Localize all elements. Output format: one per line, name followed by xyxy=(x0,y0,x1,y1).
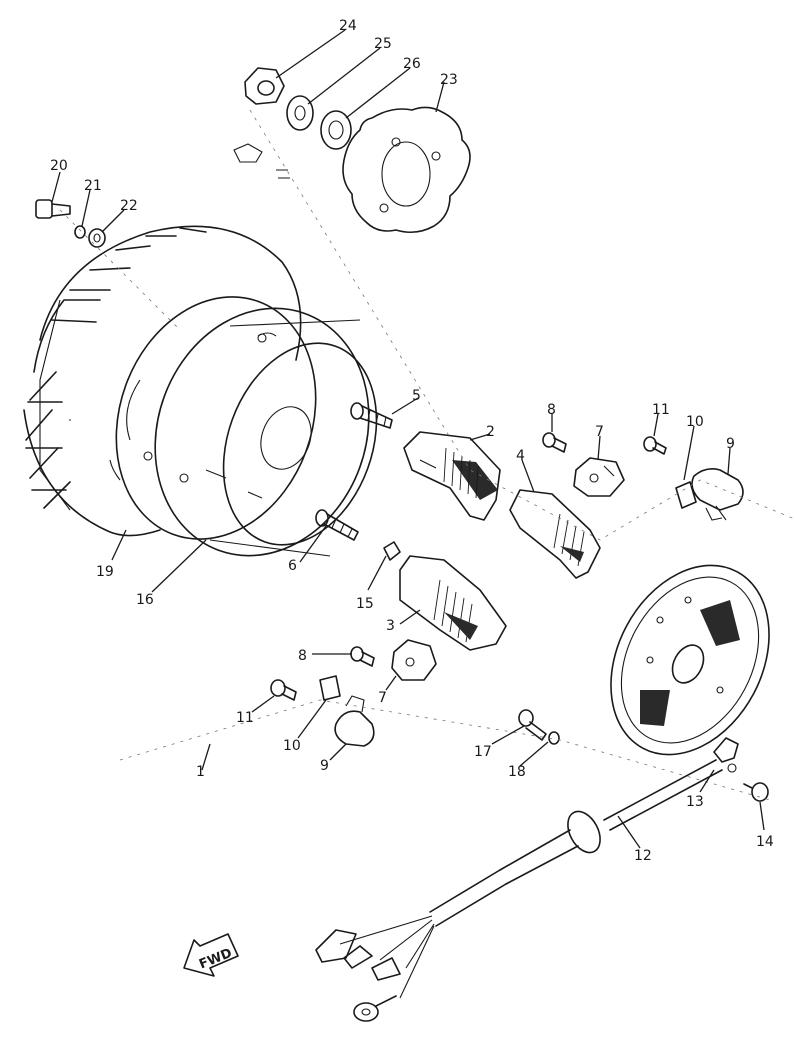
screw-17 xyxy=(518,709,547,741)
callout-17: 17 xyxy=(474,744,492,760)
callout-6: 6 xyxy=(288,558,297,574)
washer-18 xyxy=(548,731,560,745)
centerline-left xyxy=(59,209,181,331)
screw-14 xyxy=(743,782,769,802)
screw-11-lower xyxy=(270,679,297,701)
bolt-20 xyxy=(35,199,71,219)
screw-11-upper xyxy=(643,436,667,455)
flywheel-fan-19 xyxy=(23,225,302,537)
condenser-9-upper xyxy=(691,468,744,521)
washer-21 xyxy=(74,225,86,239)
callout-labels: 24 25 26 23 20 21 22 5 2 4 8 7 11 10 9 6… xyxy=(50,18,774,864)
nut-24 xyxy=(244,67,285,105)
callout-14: 14 xyxy=(756,834,774,850)
fwd-direction-marker: FWD xyxy=(183,933,239,977)
breaker-7-lower xyxy=(391,639,437,681)
callout-8-lower: 8 xyxy=(298,648,307,664)
bracket-10-upper xyxy=(675,481,697,509)
callout-10-upper: 10 xyxy=(686,414,704,430)
callout-22: 22 xyxy=(120,198,138,214)
centerline xyxy=(249,109,797,541)
callout-10-lower: 10 xyxy=(283,738,301,754)
screw-6 xyxy=(315,509,359,541)
washer-26 xyxy=(320,110,352,150)
callout-5: 5 xyxy=(412,388,421,404)
wire-harness-12 xyxy=(315,759,723,1022)
callout-1: 1 xyxy=(196,764,205,780)
bracket-10-lower xyxy=(319,675,341,701)
callout-16: 16 xyxy=(136,592,154,608)
leader-lines xyxy=(51,29,765,849)
loose-hardware xyxy=(233,143,290,179)
washer-22 xyxy=(88,228,106,248)
callout-7-upper: 7 xyxy=(595,424,604,440)
callout-26: 26 xyxy=(403,56,421,72)
callout-8-upper: 8 xyxy=(547,402,556,418)
callout-2: 2 xyxy=(486,424,495,440)
screw-8-upper xyxy=(542,432,567,453)
rotor-16 xyxy=(109,296,378,557)
callout-20: 20 xyxy=(50,158,68,174)
clip-15 xyxy=(383,541,401,561)
screw-8-lower xyxy=(350,646,375,667)
callout-23: 23 xyxy=(440,72,458,88)
callout-3: 3 xyxy=(386,618,395,634)
centerline-lower xyxy=(119,699,771,801)
callout-13: 13 xyxy=(686,794,704,810)
condenser-9-lower xyxy=(334,695,375,747)
callout-11-upper: 11 xyxy=(652,402,670,418)
callout-11-lower: 11 xyxy=(236,710,254,726)
coil-2 xyxy=(403,431,501,521)
callout-25: 25 xyxy=(374,36,392,52)
callout-15: 15 xyxy=(356,596,374,612)
fwd-label: FWD xyxy=(197,946,234,973)
breaker-7-upper xyxy=(573,457,625,497)
callout-24: 24 xyxy=(339,18,357,34)
callout-4: 4 xyxy=(516,448,525,464)
grommet-13 xyxy=(713,737,739,773)
coil-3 xyxy=(399,555,507,651)
cover-plate-23 xyxy=(342,106,471,234)
screw-5 xyxy=(350,402,393,429)
callout-7-lower: 7 xyxy=(378,690,387,706)
washer-25 xyxy=(286,95,314,131)
callout-9-upper: 9 xyxy=(726,436,735,452)
coil-4 xyxy=(509,489,601,579)
callout-19: 19 xyxy=(96,564,114,580)
callout-21: 21 xyxy=(84,178,102,194)
callout-12: 12 xyxy=(634,848,652,864)
callout-9-lower: 9 xyxy=(320,758,329,774)
base-plate xyxy=(610,564,770,756)
callout-18: 18 xyxy=(508,764,526,780)
